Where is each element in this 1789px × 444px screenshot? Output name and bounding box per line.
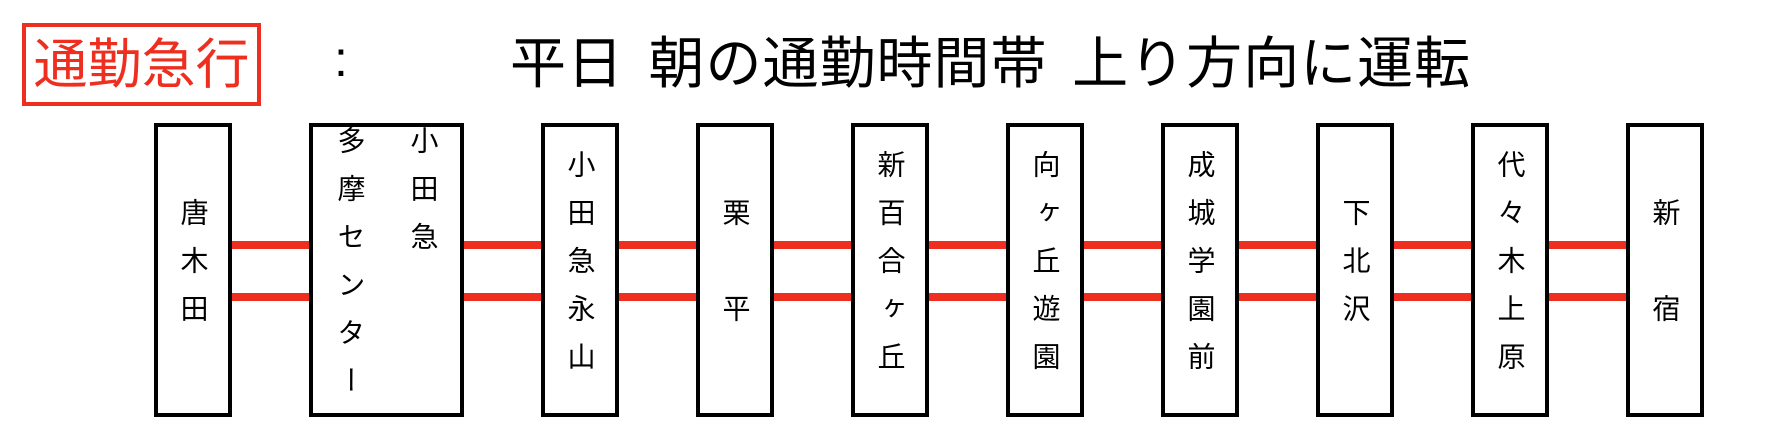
station-box: 成城学園前 [1161, 123, 1239, 417]
track-line-lower [232, 293, 1626, 301]
station-name: 小田急多摩センター [334, 126, 439, 414]
station-name: 向ヶ丘遊園 [1029, 150, 1061, 390]
station-name: 成城学園前 [1184, 150, 1216, 390]
station-box: 小田急永山 [541, 123, 619, 417]
station-name: 唐木田 [177, 198, 209, 342]
station-box: 下北沢 [1316, 123, 1394, 417]
track-line-upper [232, 241, 1626, 249]
station-name: 新 宿 [1649, 198, 1681, 342]
station-box: 新百合ヶ丘 [851, 123, 929, 417]
station-box: 代々木上原 [1471, 123, 1549, 417]
route-type-badge: 通勤急行 [22, 23, 261, 106]
station-list: 唐木田 小田急多摩センター 小田急永山 栗 平 新百合ヶ丘 向ヶ丘遊園 成城学園前 下北沢 代々… [154, 123, 1704, 417]
colon-separator: : [334, 31, 348, 87]
station-name: 下北沢 [1339, 198, 1371, 342]
station-box: 唐木田 [154, 123, 232, 417]
station-name: 栗 平 [719, 198, 751, 342]
station-box: 栗 平 [696, 123, 774, 417]
station-box: 向ヶ丘遊園 [1006, 123, 1084, 417]
station-name: 代々木上原 [1494, 150, 1526, 390]
route-type-label: 通勤急行 [33, 34, 250, 95]
station-name: 小田急永山 [564, 150, 596, 390]
station-box: 小田急多摩センター [309, 123, 464, 417]
station-name: 新百合ヶ丘 [874, 150, 906, 390]
route-description: 平日 朝の通勤時間帯 上り方向に運転 [510, 32, 1472, 95]
station-box: 新 宿 [1626, 123, 1704, 417]
